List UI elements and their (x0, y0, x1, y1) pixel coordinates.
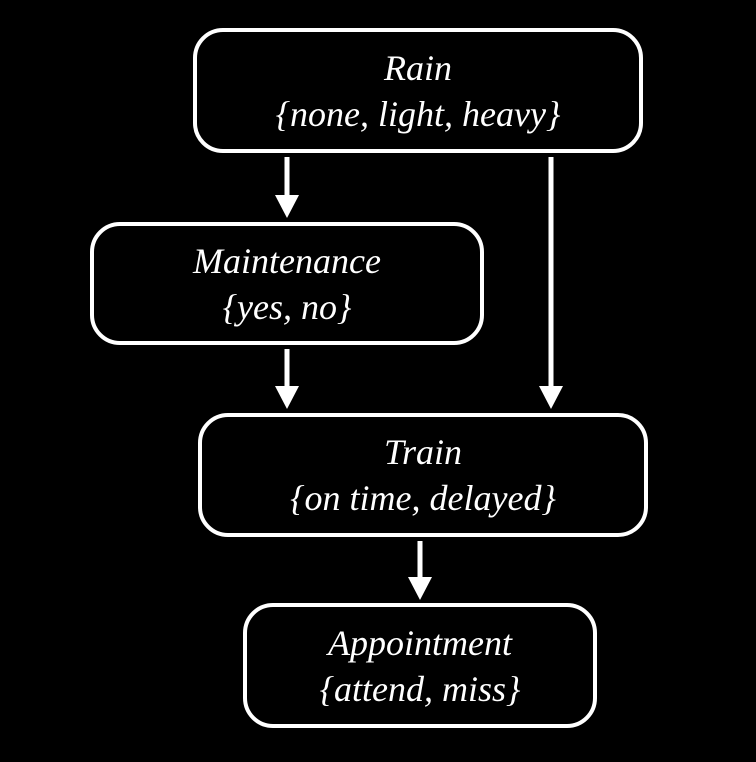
node-maintenance: Maintenance {yes, no} (90, 222, 484, 345)
node-train-label: Train (383, 432, 463, 472)
edge-maintenance-to-train-arrow (275, 349, 299, 409)
edge-rain-to-maintenance-arrow (275, 157, 299, 218)
edge-train-to-appointment-arrow (408, 541, 432, 600)
node-rain-values: {none, light, heavy} (275, 93, 561, 134)
edge-rain-to-train-arrow (539, 157, 563, 409)
node-appointment: Appointment {attend, miss} (243, 603, 597, 728)
node-maintenance-label: Maintenance (193, 240, 381, 281)
node-train-values: {on time, delayed} (290, 478, 556, 518)
node-rain-label: Rain (384, 47, 452, 88)
node-rain: Rain {none, light, heavy} (193, 28, 643, 153)
node-train: Train {on time, delayed} (198, 413, 648, 537)
node-appointment-label: Appointment (328, 622, 512, 663)
node-maintenance-values: {yes, no} (222, 286, 352, 327)
node-appointment-values: {attend, miss} (319, 668, 521, 709)
